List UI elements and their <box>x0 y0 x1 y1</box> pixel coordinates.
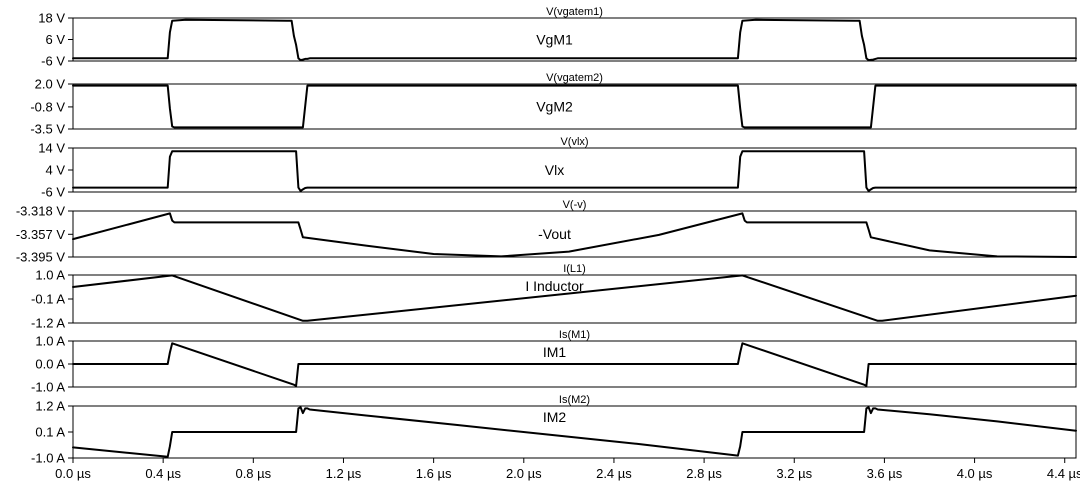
series-label: -Vout <box>538 226 571 242</box>
x-tick-label: 0.4 µs <box>145 466 181 481</box>
panel-title: V(-v) <box>563 199 587 211</box>
series-trace <box>72 84 1077 129</box>
series-label: Vlx <box>545 162 564 178</box>
series-trace <box>72 406 1077 458</box>
y-tick-label: -6 V <box>41 54 65 69</box>
y-tick-label: 4 V <box>45 163 65 178</box>
panel-title: V(vlx) <box>560 136 588 148</box>
series-label: VgM1 <box>536 32 573 48</box>
panel-title: V(vgatem1) <box>546 6 603 18</box>
x-tick-label: 0.0 µs <box>55 466 91 481</box>
panel-5: Is(M1) IM1 1.0 A 0.0 A -1.0 A <box>31 329 1077 395</box>
y-tick-label: -3.357 V <box>16 227 65 242</box>
panel-1: V(vgatem2) VgM2 2.0 V -0.8 V -3.5 V <box>30 72 1077 137</box>
x-tick-label: 2.4 µs <box>596 466 632 481</box>
x-tick-label: 3.2 µs <box>776 466 812 481</box>
panel-frame <box>72 17 1077 62</box>
y-tick-label: 1.2 A <box>35 399 65 414</box>
series-trace <box>72 342 1077 387</box>
y-tick-label: 1.0 A <box>35 268 65 283</box>
x-tick-label: 1.6 µs <box>416 466 452 481</box>
y-tick-label: 6 V <box>45 32 65 47</box>
panel-title: I(L1) <box>563 263 586 275</box>
panel-frame <box>72 83 1077 130</box>
y-tick-label: 0.0 A <box>35 357 65 372</box>
panel-title: V(vgatem2) <box>546 72 603 84</box>
y-tick-label: -1.2 A <box>31 316 65 331</box>
y-tick-label: 0.1 A <box>35 425 65 440</box>
y-tick-label: -1.0 A <box>31 451 65 466</box>
y-tick-label: -3.395 V <box>16 250 65 265</box>
series-label: IM2 <box>543 409 567 425</box>
x-tick-label: 2.0 µs <box>506 466 542 481</box>
panel-0: V(vgatem1) VgM1 18 V 6 V -6 V <box>38 6 1077 69</box>
panel-2: V(vlx) Vlx 14 V 4 V -6 V <box>38 136 1077 200</box>
y-tick-label: -6 V <box>41 185 65 200</box>
panel-3: V(-v) -Vout -3.318 V -3.357 V -3.395 V <box>16 199 1077 265</box>
y-tick-label: 1.0 A <box>35 334 65 349</box>
x-tick-label: 0.8 µs <box>235 466 271 481</box>
y-tick-label: 18 V <box>38 11 65 26</box>
x-tick-label: 3.6 µs <box>867 466 903 481</box>
series-label: VgM2 <box>536 99 573 115</box>
series-label: IM1 <box>543 344 567 360</box>
panel-title: Is(M2) <box>559 394 590 406</box>
series-trace <box>72 212 1077 258</box>
y-tick-label: -3.5 V <box>30 122 65 137</box>
panel-4: I(L1) I Inductor 1.0 A -0.1 A -1.2 A <box>31 263 1077 331</box>
series-trace <box>72 18 1077 62</box>
y-tick-label: 2.0 V <box>35 77 66 92</box>
y-tick-label: 14 V <box>38 141 65 156</box>
x-tick-label: 1.2 µs <box>326 466 362 481</box>
y-tick-label: -1.0 A <box>31 380 65 395</box>
panel-title: Is(M1) <box>559 329 590 341</box>
x-tick-label: 4.0 µs <box>957 466 993 481</box>
series-trace <box>72 150 1077 192</box>
y-tick-label: -0.8 V <box>30 99 65 114</box>
x-tick-label: 4.4 µs <box>1047 466 1080 481</box>
y-tick-label: -0.1 A <box>31 292 65 307</box>
series-trace <box>72 274 1077 322</box>
series-label: I Inductor <box>525 278 584 294</box>
x-axis: 0.0 µs 0.4 µs 0.8 µs 1.2 µs 1.6 µs 2.0 µs 2.4 … <box>55 458 1080 481</box>
y-tick-label: -3.318 V <box>16 204 65 219</box>
panel-frame <box>72 147 1077 193</box>
x-tick-label: 2.8 µs <box>686 466 722 481</box>
panel-frame <box>72 210 1077 258</box>
panel-6: Is(M2) IM2 1.2 A 0.1 A -1.0 A <box>31 394 1077 466</box>
